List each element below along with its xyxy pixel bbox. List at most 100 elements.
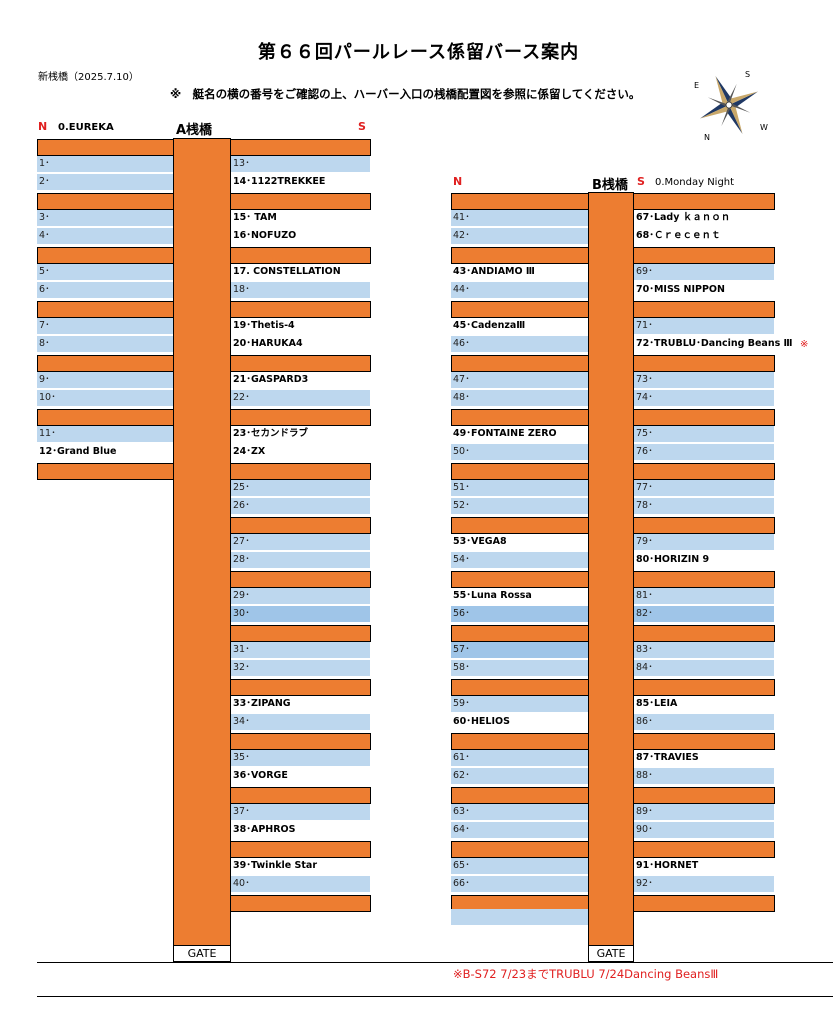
pier-a-east-finger <box>230 247 371 264</box>
berth-slot: 88･ <box>634 768 774 784</box>
pier-b-west-finger <box>451 355 589 372</box>
berth-slot: 86･ <box>634 714 774 730</box>
berth-slot: 2･ <box>37 174 173 190</box>
pier-b-east-finger <box>633 895 775 912</box>
berth-slot: 19･Thetis‐4 <box>231 318 370 334</box>
berth-slot: 91･HORNET <box>634 858 774 874</box>
berth-slot: 71･ <box>634 318 774 334</box>
berth-slot: 18･ <box>231 282 370 298</box>
berth-slot: 27･ <box>231 534 370 550</box>
pier-b-west-finger <box>451 247 589 264</box>
pier-a-east-finger <box>230 301 371 318</box>
pier-b-east-finger <box>633 301 775 318</box>
berth-slot: 73･ <box>634 372 774 388</box>
berth-slot-empty <box>451 909 588 925</box>
pier-b-east-finger <box>633 787 775 804</box>
pier-b-east-finger <box>633 841 775 858</box>
berth-slot: 60･HELIOS <box>451 714 588 730</box>
berth-slot: 37･ <box>231 804 370 820</box>
mooring-note: ※ 艇名の横の番号をご確認の上、ハーバー入口の桟橋配置図を参照に係留してください… <box>170 87 641 101</box>
berth-slot: 83･ <box>634 642 774 658</box>
berth-slot: 20･HARUKA4 <box>231 336 370 352</box>
berth-slot: 57･ <box>451 642 588 658</box>
berth-slot: 10･ <box>37 390 173 406</box>
berth-slot: 67･Lady ｋａｎｏｎ <box>634 210 774 226</box>
berth-slot: 42･ <box>451 228 588 244</box>
berth-slot: 62･ <box>451 768 588 784</box>
berth-slot: 23･セカンドラブ <box>231 426 370 442</box>
pier-b-west-finger <box>451 679 589 696</box>
berth-slot: 17. CONSTELLATION <box>231 264 370 280</box>
berth-slot: 28･ <box>231 552 370 568</box>
berth-slot: 31･ <box>231 642 370 658</box>
pier-b-east-finger <box>633 247 775 264</box>
berth-slot: 33･ZIPANG <box>231 696 370 712</box>
berth-slot: 81･ <box>634 588 774 604</box>
berth-slot: 45･CadenzaⅢ <box>451 318 588 334</box>
pier-a-east-finger <box>230 787 371 804</box>
pier-b-south: S <box>637 175 645 188</box>
berth-slot: 58･ <box>451 660 588 676</box>
pier-b-west-finger <box>451 463 589 480</box>
pier-b-east-finger <box>633 571 775 588</box>
berth-slot: 75･ <box>634 426 774 442</box>
pier-a-top-slot: 0.EUREKA <box>58 122 114 133</box>
pier-a-label: A桟橋 <box>176 123 213 138</box>
berth-slot: 87･TRAVIES <box>634 750 774 766</box>
pier-b-east-finger <box>633 517 775 534</box>
berth-slot: 24･ZX <box>231 444 370 460</box>
pier-a-east-finger <box>230 679 371 696</box>
pier-b-west-finger <box>451 517 589 534</box>
berth-slot: 38･APHROS <box>231 822 370 838</box>
compass-rose-icon: E S W N <box>694 70 768 142</box>
berth-slot: 9･ <box>37 372 173 388</box>
berth-slot: 44･ <box>451 282 588 298</box>
pier-b-east-finger <box>633 463 775 480</box>
berth-slot: 84･ <box>634 660 774 676</box>
berth-slot: 49･FONTAINE ZERO <box>451 426 588 442</box>
berth-slot: 22･ <box>231 390 370 406</box>
pier-b-west-finger <box>451 193 589 210</box>
pier-b-east-finger <box>633 355 775 372</box>
berth-slot: 78･ <box>634 498 774 514</box>
berth-slot: 68･Ｃｒｅｃｅｎｔ <box>634 228 774 244</box>
berth-slot: 12･Grand Blue <box>37 444 173 460</box>
berth-slot: 69･ <box>634 264 774 280</box>
pier-b-north: N <box>453 175 463 188</box>
pier-a-east-finger <box>230 517 371 534</box>
berth-slot: 11･ <box>37 426 173 442</box>
compass-letter: S <box>745 70 750 79</box>
pier-b-east-finger <box>633 193 775 210</box>
berth-slot: 29･ <box>231 588 370 604</box>
berth-slot: 55･Luna Rossa <box>451 588 588 604</box>
footnote: ※B-S72 7/23までTRUBLU 7/24Dancing BeansⅢ <box>453 967 719 981</box>
berth-slot: 77･ <box>634 480 774 496</box>
berth-slot: 66･ <box>451 876 588 892</box>
pier-b-west-finger <box>451 625 589 642</box>
page-title: 第６６回パールレース係留バース案内 <box>257 42 580 63</box>
berth-slot: 3･ <box>37 210 173 226</box>
pier-b-west-finger <box>451 733 589 750</box>
berth-slot: 61･ <box>451 750 588 766</box>
pier-b-gate: GATE <box>588 945 634 962</box>
pier-a-west-finger <box>37 463 174 480</box>
pier-a-west-finger <box>37 355 174 372</box>
berth-slot: 54･ <box>451 552 588 568</box>
berth-slot: 92･ <box>634 876 774 892</box>
berth-slot: 85･LEIA <box>634 696 774 712</box>
berth-slot: 8･ <box>37 336 173 352</box>
berth-slot: 16･NOFUZO <box>231 228 370 244</box>
pier-a-north: N <box>38 120 48 133</box>
berth-slot: 90･ <box>634 822 774 838</box>
berth-slot: 40･ <box>231 876 370 892</box>
pier-b-west-finger <box>451 787 589 804</box>
pier-b-west-finger <box>451 841 589 858</box>
pier-b-east-finger <box>633 409 775 426</box>
pier-a-east-finger <box>230 139 371 156</box>
pier-a-west-finger <box>37 139 174 156</box>
pier-a-east-finger <box>230 841 371 858</box>
pier-a-east-finger <box>230 733 371 750</box>
compass-letter: E <box>694 81 699 90</box>
berth-slot: 15･ TAM <box>231 210 370 226</box>
